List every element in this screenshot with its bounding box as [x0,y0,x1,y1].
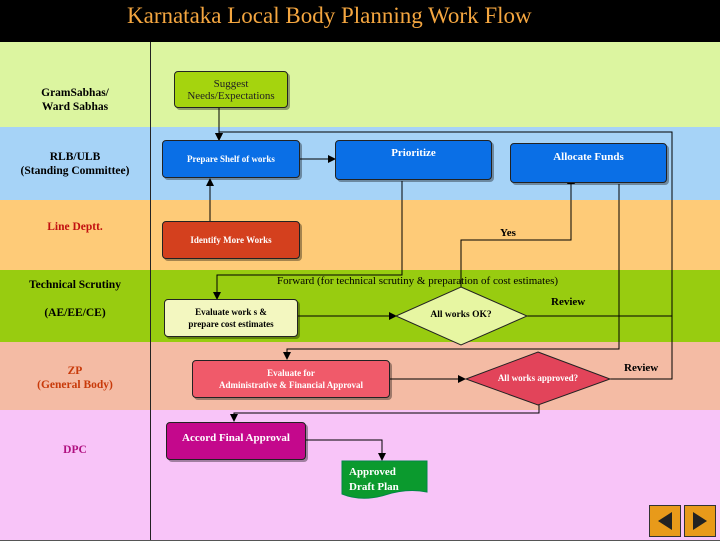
allocate-funds-label: Allocate Funds [553,151,624,163]
triangle-right-icon [693,512,707,530]
next-slide-button[interactable] [684,505,716,537]
accord-final-approval-box: Accord Final Approval [166,422,306,460]
prepare-shelf-label: Prepare Shelf of works [187,154,275,164]
swimlane-label-line-deptt: Line Deptt. [47,221,103,233]
accord-final-approval-label: Accord Final Approval [182,432,290,444]
review-label-technical: Review [551,296,586,308]
page-title: Karnataka Local Body Planning Work Flow [0,0,720,42]
swimlane-label-technical-scrutiny: Technical Scrutiny (AE/EE/CE) [29,279,121,319]
arrow-ok-review-to-shelf [215,131,673,317]
evaluate-approval-box: Evaluate for Administrative & Financial … [192,360,390,398]
arrow-prioritize-to-evaluate [213,181,403,300]
identify-works-label: Identify More Works [190,235,272,245]
allocate-funds-box: Allocate Funds [510,143,667,183]
suggest-needs-box: Suggest Needs/Expectations [174,71,288,108]
arrow-allocate-to-zp [283,184,620,360]
lane-divider [150,42,151,540]
arrow-approved-to-final [230,404,540,422]
all-works-ok-label: All works OK? [430,310,492,320]
swimlane-gramsabhas: GramSabhas/ Ward Sabhas [0,42,720,128]
arrow-ok-yes-to-allocate [460,176,575,287]
previous-slide-button[interactable] [649,505,681,537]
all-works-approved-label: All works approved? [497,373,579,383]
swimlane-label-zp: ZP (General Body) [37,365,113,391]
swimlane-label-gramsabhas: GramSabhas/ Ward Sabhas [41,87,109,113]
all-works-ok-diamond [394,286,529,346]
evaluate-approval-label: Evaluate for Administrative & Financial … [218,368,364,390]
swimlane-label-rlb-ulb: RLB/ULB (Standing Committee) [20,151,130,177]
swimlane-label-dpc: DPC [63,444,87,456]
approved-draft-plan-label: Approved Draft Plan [349,466,399,493]
swimlane-line-deptt: Line Deptt. [0,200,720,271]
prioritize-box: Prioritize [335,140,492,180]
yes-label: Yes [500,227,516,239]
evaluate-works-label: Evaluate work s & prepare cost estimates [188,307,274,329]
triangle-left-icon [658,512,672,530]
evaluate-works-box: Evaluate work s & prepare cost estimates [164,299,298,337]
prepare-shelf-box: Prepare Shelf of works [162,140,300,178]
all-works-approved-diamond [464,351,612,406]
suggest-needs-label: Suggest Needs/Expectations [187,77,275,102]
forward-label: Forward (for technical scrutiny & prepar… [277,275,559,287]
arrow-final-to-draft [305,439,386,461]
prioritize-label: Prioritize [391,147,436,159]
identify-works-box: Identify More Works [162,221,300,259]
approved-draft-plan-shape [341,460,428,499]
review-label-zp: Review [624,362,659,374]
arrow-approved-review [610,316,673,380]
